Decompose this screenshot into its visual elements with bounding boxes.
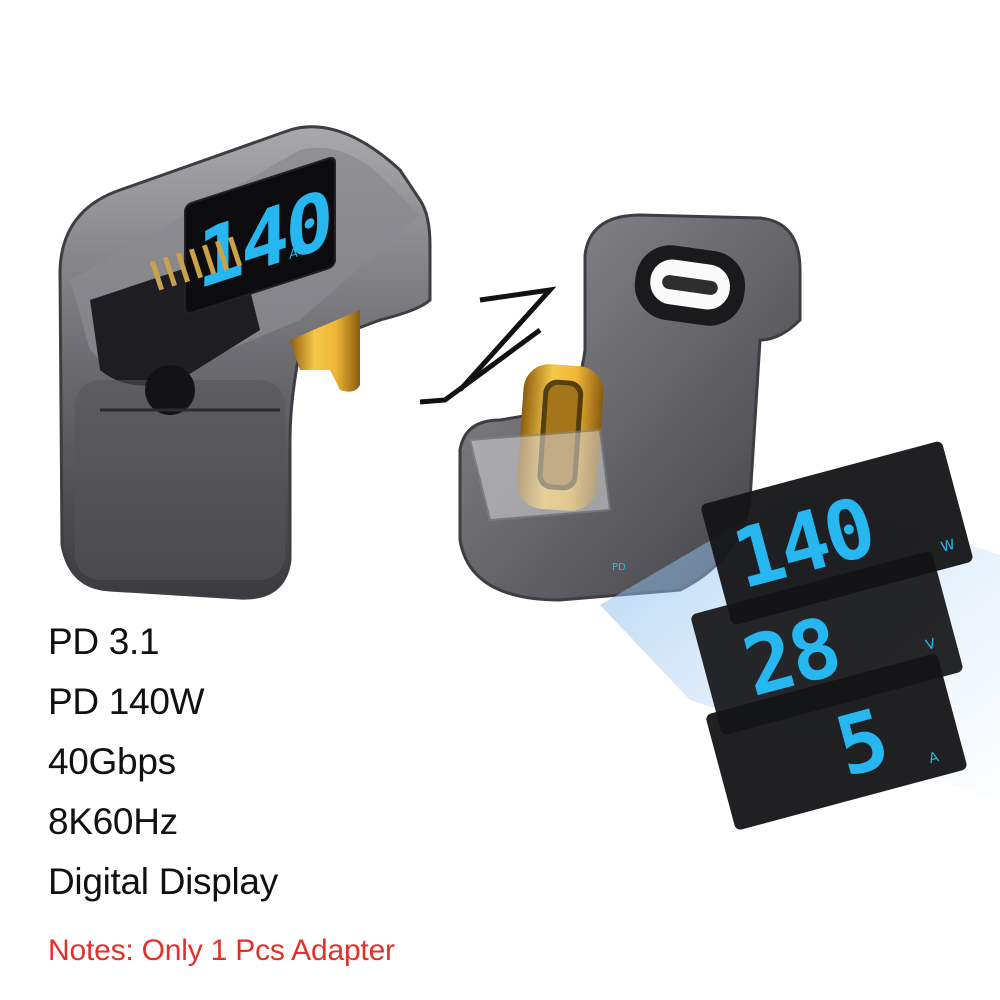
- swap-arrows-icon: [419, 286, 557, 405]
- usb-c-port: [634, 245, 746, 326]
- feature-item: PD 140W: [48, 681, 205, 722]
- panel-1-unit: W: [939, 537, 957, 556]
- pd-label: PD: [612, 562, 626, 573]
- feature-item: Digital Display: [48, 861, 278, 902]
- gold-plug: [290, 310, 360, 392]
- panel-3-unit: A: [927, 749, 941, 767]
- unit-v-label: V: [317, 207, 326, 225]
- panel-2-unit: V: [924, 636, 938, 654]
- feature-item: 8K60Hz: [48, 801, 178, 842]
- feature-item: PD 3.1: [48, 621, 160, 662]
- feature-item: 40Gbps: [48, 741, 176, 782]
- notes-text: Notes: Only 1 Pcs Adapter: [48, 934, 395, 967]
- unit-a-label: A: [289, 246, 298, 264]
- display-module: 140 V A: [184, 156, 336, 315]
- adapter-left: 140 V A: [58, 125, 432, 600]
- feature-list: PD 3.1 PD 140W 40Gbps 8K60Hz Digital Dis…: [48, 620, 278, 920]
- display-panel-3: 5 A: [706, 654, 967, 830]
